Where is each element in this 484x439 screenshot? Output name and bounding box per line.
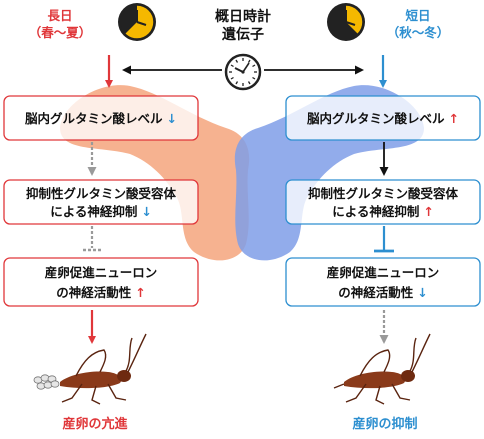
- right-box-neuron: 産卵促進ニューロン の神経活動性↓: [285, 257, 481, 307]
- right-result-label: 産卵の抑制: [352, 416, 417, 432]
- left-neuron-line1: 産卵促進ニューロン: [45, 265, 158, 280]
- right-glutamate-arrow: ↑: [449, 111, 459, 126]
- svg-text:による神経抑制↓: による神経抑制 ↓: [50, 204, 152, 219]
- right-neuron-line2: の神経活動性: [338, 285, 414, 300]
- right-inhibition-arrow: ↑: [423, 204, 433, 219]
- right-neuron-arrow: ↓: [417, 285, 427, 300]
- right-box-glutamate: 脳内グルタミン酸レベル ↑: [285, 95, 481, 141]
- right-box-inhibition: 抑制性グルタミン酸受容体 による神経抑制 ↑: [285, 179, 481, 225]
- left-box-inhibition: 抑制性グルタミン酸受容体 による神経抑制 ↓: [3, 179, 199, 225]
- center-label-line2: 遺伝子: [222, 26, 264, 43]
- right-inhibition-line1: 抑制性グルタミン酸受容体: [308, 186, 459, 201]
- insect-icon: [333, 333, 431, 405]
- egg-laying-insect-icon: [33, 333, 147, 405]
- long-day-clock-icon: [118, 3, 156, 41]
- center-label-line1: 概日時計: [215, 8, 271, 25]
- left-box-neuron: 産卵促進ニューロン の神経活動性↑: [3, 257, 199, 307]
- short-day-clock-icon: [327, 3, 365, 41]
- left-glutamate-text: 脳内グルタミン酸レベル: [25, 111, 163, 126]
- svg-text:による神経抑制↑: による神経抑制 ↑: [332, 204, 434, 219]
- short-day-title: 短日: [405, 8, 430, 23]
- left-glutamate-arrow: ↓: [167, 111, 177, 126]
- left-gray-blunt-connector: [83, 226, 101, 252]
- left-neuron-arrow: ↑: [135, 285, 145, 300]
- svg-text:の神経活動性↓: の神経活動性↓: [338, 285, 428, 300]
- right-neuron-line1: 産卵促進ニューロン: [327, 265, 440, 280]
- right-blue-inhibit-connector: [374, 226, 394, 253]
- svg-text:脳内グルタミン酸レベル↓: 脳内グルタミン酸レベル ↓: [25, 111, 177, 126]
- right-glutamate-text: 脳内グルタミン酸レベル: [307, 111, 445, 126]
- svg-text:の神経活動性↑: の神経活動性↑: [56, 285, 146, 300]
- left-result-label: 産卵の亢進: [62, 416, 127, 432]
- left-inhibition-arrow: ↓: [141, 204, 151, 219]
- long-day-season: （春～夏）: [29, 25, 92, 40]
- circadian-clock-icon: [224, 53, 262, 91]
- short-day-season: （秋～冬）: [387, 25, 450, 40]
- long-day-title: 長日: [47, 8, 72, 23]
- left-inhibition-line2: による神経抑制: [50, 204, 137, 219]
- left-box-glutamate: 脳内グルタミン酸レベル ↓: [3, 95, 199, 141]
- svg-text:脳内グルタミン酸レベル↑: 脳内グルタミン酸レベル ↑: [307, 111, 459, 126]
- left-inhibition-line1: 抑制性グルタミン酸受容体: [26, 186, 177, 201]
- left-neuron-line2: の神経活動性: [56, 285, 132, 300]
- right-inhibition-line2: による神経抑制: [332, 204, 419, 219]
